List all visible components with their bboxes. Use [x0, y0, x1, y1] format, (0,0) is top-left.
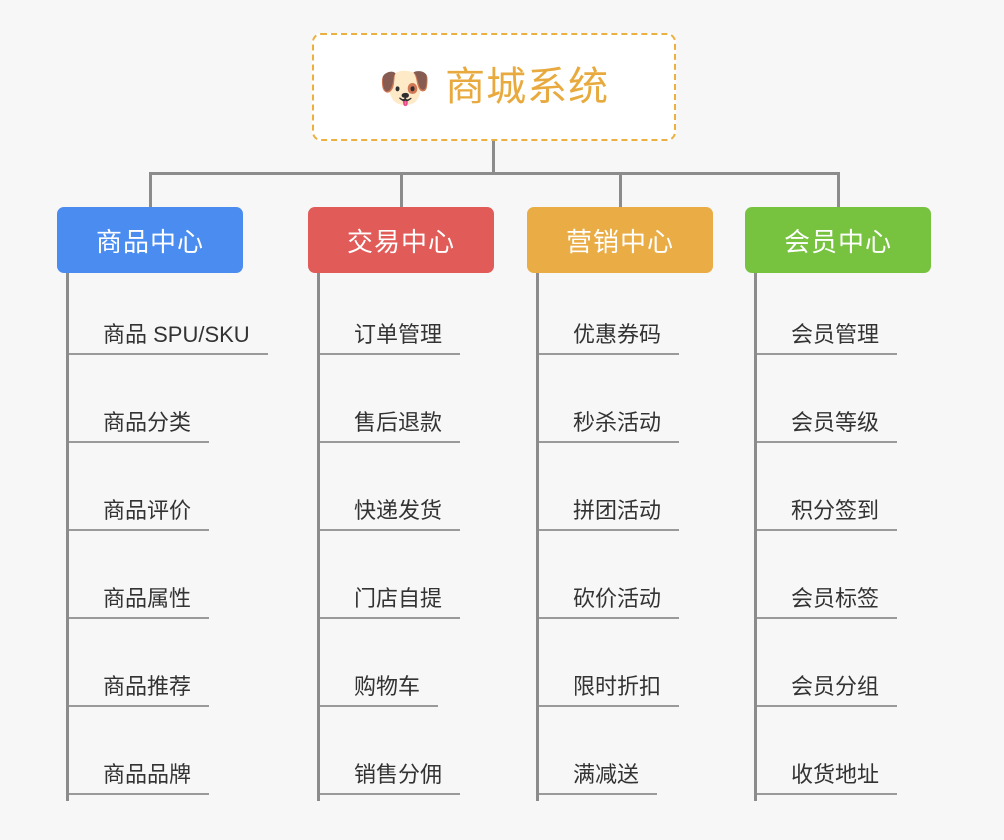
leaf-item[interactable]: 会员分组 — [757, 625, 931, 713]
leaf-item-label: 拼团活动 — [539, 498, 680, 531]
category-column-4: 会员中心会员管理会员等级积分签到会员标签会员分组收货地址 — [745, 207, 931, 801]
leaf-item-label: 售后退款 — [320, 410, 461, 443]
connector-drop-2 — [400, 172, 403, 207]
leaf-item[interactable]: 商品属性 — [69, 537, 243, 625]
leaf-item-label: 砍价活动 — [539, 586, 680, 619]
leaf-item-label: 商品分类 — [69, 410, 210, 443]
leaf-item-label: 优惠券码 — [539, 322, 680, 355]
leaf-item[interactable]: 积分签到 — [757, 449, 931, 537]
category-column-2: 交易中心订单管理售后退款快递发货门店自提购物车销售分佣 — [308, 207, 494, 801]
leaf-list-1: 商品 SPU/SKU 商品分类商品评价商品属性商品推荐商品品牌 — [66, 273, 268, 801]
root-node[interactable]: 🐶 商城系统 — [312, 33, 676, 141]
leaf-item[interactable]: 会员等级 — [757, 361, 931, 449]
leaf-item-label: 会员标签 — [757, 586, 898, 619]
leaf-item-label: 秒杀活动 — [539, 410, 680, 443]
leaf-item-label: 会员等级 — [757, 410, 898, 443]
leaf-item-label: 会员分组 — [757, 674, 898, 707]
leaf-item[interactable]: 收货地址 — [757, 713, 931, 801]
leaf-item[interactable]: 售后退款 — [320, 361, 494, 449]
leaf-item[interactable]: 门店自提 — [320, 537, 494, 625]
leaf-item-label: 商品评价 — [69, 498, 210, 531]
leaf-item[interactable]: 商品分类 — [69, 361, 243, 449]
leaf-item[interactable]: 会员标签 — [757, 537, 931, 625]
leaf-item-label: 购物车 — [320, 674, 439, 707]
leaf-list-3: 优惠券码秒杀活动拼团活动砍价活动限时折扣满减送 — [536, 273, 713, 801]
leaf-item-label: 商品品牌 — [69, 762, 210, 795]
leaf-item[interactable]: 购物车 — [320, 625, 494, 713]
category-header-3[interactable]: 营销中心 — [527, 207, 713, 273]
leaf-item[interactable]: 商品评价 — [69, 449, 243, 537]
leaf-item[interactable]: 快递发货 — [320, 449, 494, 537]
leaf-item-label: 商品推荐 — [69, 674, 210, 707]
leaf-item-label: 限时折扣 — [539, 674, 680, 707]
category-header-1[interactable]: 商品中心 — [57, 207, 243, 273]
leaf-item-label: 门店自提 — [320, 586, 461, 619]
shiba-dog-face-icon: 🐶 — [378, 64, 432, 111]
root-title: 商城系统 — [445, 65, 610, 109]
leaf-item-label: 会员管理 — [757, 322, 898, 355]
leaf-item-label: 订单管理 — [320, 322, 461, 355]
connector-drop-4 — [837, 172, 840, 207]
connector-drop-1 — [149, 172, 152, 207]
leaf-item-label: 积分签到 — [757, 498, 898, 531]
leaf-item[interactable]: 秒杀活动 — [539, 361, 713, 449]
leaf-item[interactable]: 满减送 — [539, 713, 713, 801]
connector-root-stem — [492, 141, 495, 174]
connector-horizontal-bus — [149, 172, 840, 175]
leaf-item[interactable]: 砍价活动 — [539, 537, 713, 625]
leaf-list-2: 订单管理售后退款快递发货门店自提购物车销售分佣 — [317, 273, 494, 801]
leaf-item-label: 满减送 — [539, 762, 658, 795]
leaf-item[interactable]: 会员管理 — [757, 273, 931, 361]
leaf-item[interactable]: 限时折扣 — [539, 625, 713, 713]
leaf-item[interactable]: 销售分佣 — [320, 713, 494, 801]
leaf-item[interactable]: 商品 SPU/SKU — [69, 273, 268, 361]
leaf-item-label: 商品 SPU/SKU — [69, 322, 268, 355]
category-header-2[interactable]: 交易中心 — [308, 207, 494, 273]
leaf-item[interactable]: 订单管理 — [320, 273, 494, 361]
leaf-item-label: 快递发货 — [320, 498, 461, 531]
leaf-list-4: 会员管理会员等级积分签到会员标签会员分组收货地址 — [754, 273, 931, 801]
leaf-item-label: 收货地址 — [757, 762, 898, 795]
connector-drop-3 — [619, 172, 622, 207]
category-header-4[interactable]: 会员中心 — [745, 207, 931, 273]
leaf-item[interactable]: 商品推荐 — [69, 625, 243, 713]
leaf-item[interactable]: 拼团活动 — [539, 449, 713, 537]
category-column-3: 营销中心优惠券码秒杀活动拼团活动砍价活动限时折扣满减送 — [527, 207, 713, 801]
leaf-item[interactable]: 商品品牌 — [69, 713, 243, 801]
leaf-item-label: 销售分佣 — [320, 762, 461, 795]
leaf-item-label: 商品属性 — [69, 586, 210, 619]
category-column-1: 商品中心商品 SPU/SKU 商品分类商品评价商品属性商品推荐商品品牌 — [57, 207, 268, 801]
leaf-item[interactable]: 优惠券码 — [539, 273, 713, 361]
